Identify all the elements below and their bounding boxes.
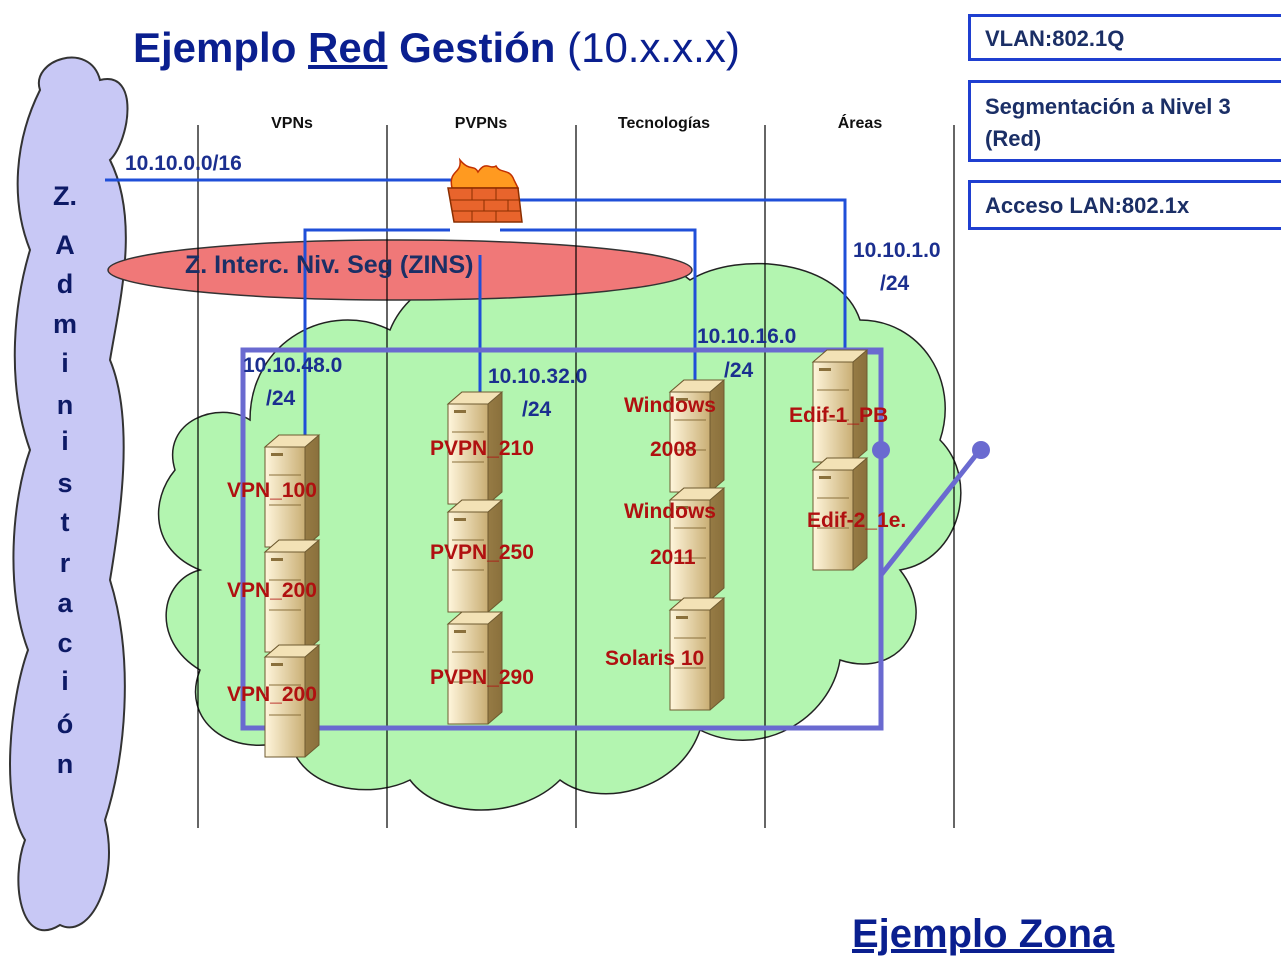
- admin-zone-letter: n: [57, 390, 74, 420]
- admin-zone-letter: i: [61, 348, 69, 378]
- zins-ellipse: [107, 239, 693, 301]
- zone-box: [240, 347, 982, 731]
- admin-zone-letter: Z.: [53, 181, 77, 211]
- server-label: PVPN_250: [430, 541, 534, 564]
- info-box-acceso-lan: Acceso LAN:802.1x: [968, 180, 1281, 230]
- admin-zone-letter: d: [57, 269, 74, 299]
- admin-zone-letter: a: [57, 588, 73, 618]
- admin-zone-letter: i: [61, 426, 69, 456]
- server-label: VPN_100: [227, 479, 317, 502]
- server-label: Solaris 10: [605, 647, 704, 670]
- admin-zone-letter: n: [57, 749, 74, 779]
- admin-zone-letter: s: [57, 468, 72, 498]
- admin-zone-letter: r: [60, 548, 71, 578]
- column-dividers: [197, 125, 955, 828]
- info-box-text: VLAN:802.1Q: [985, 26, 1125, 51]
- server-label: 2011: [650, 546, 696, 569]
- zins-label: Z. Interc. Niv. Seg (ZINS): [185, 251, 473, 279]
- network-label-tech-mask: /24: [724, 359, 754, 382]
- network-links: [105, 178, 847, 438]
- title-part: Ejemplo: [133, 24, 309, 71]
- info-box-text: Acceso LAN:802.1x: [985, 193, 1190, 218]
- column-header-tecnologias: Tecnologías: [618, 115, 710, 132]
- server-label: PVPN_210: [430, 437, 534, 460]
- network-label-tech: 10.10.16.0: [697, 325, 796, 348]
- admin-zone-letter: ó: [57, 709, 74, 739]
- server-label: PVPN_290: [430, 666, 534, 689]
- network-label-areas: 10.10.1.0: [853, 239, 941, 262]
- title-part: Gestión: [387, 24, 556, 71]
- server-label: 2008: [650, 438, 697, 461]
- info-box-vlan: VLAN:802.1Q: [968, 14, 1281, 61]
- network-label-vpn: 10.10.48.0: [243, 354, 342, 377]
- server-label: Windows: [624, 500, 716, 523]
- admin-zone-letter: i: [61, 666, 69, 696]
- server-label: Edif-2_1e.: [807, 509, 906, 532]
- admin-zone-letter: m: [53, 309, 77, 339]
- column-header-pvpns: PVPNs: [455, 115, 508, 132]
- network-label-areas-mask: /24: [880, 272, 910, 295]
- title-part: (10.x.x.x): [555, 24, 740, 71]
- zone-box-handle: [972, 441, 990, 459]
- column-header-areas: Áreas: [838, 113, 883, 132]
- title-part: Red: [308, 24, 388, 71]
- admin-zone-cloud: [9, 56, 129, 932]
- column-header-vpns: VPNs: [271, 115, 313, 132]
- zone-box-handle: [872, 441, 890, 459]
- network-label-vpn-mask: /24: [266, 387, 296, 410]
- server-label: Windows: [624, 394, 716, 417]
- server-label: Edif-1_PB: [789, 404, 888, 427]
- admin-zone-letter: A: [55, 230, 75, 260]
- admin-zone-letter: c: [57, 628, 72, 658]
- server-label: VPN_200: [227, 683, 317, 706]
- admin-zone-letter: t: [61, 507, 70, 537]
- network-label-pvpn: 10.10.32.0: [488, 365, 587, 388]
- server-label: VPN_200: [227, 579, 317, 602]
- network-label-admin: 10.10.0.0/16: [125, 152, 242, 175]
- info-box-segmentacion: Segmentación a Nivel 3 (Red): [968, 80, 1281, 162]
- info-box-text: Segmentación a Nivel 3 (Red): [985, 94, 1231, 151]
- firewall-icon: [447, 157, 523, 223]
- network-label-pvpn-mask: /24: [522, 398, 552, 421]
- page-title: Ejemplo Red Gestión (10.x.x.x): [133, 24, 740, 72]
- footer-title: Ejemplo Zona: [852, 912, 1115, 956]
- admin-zone-label: Z. A d m i n i s t r a c i ó n: [53, 181, 77, 779]
